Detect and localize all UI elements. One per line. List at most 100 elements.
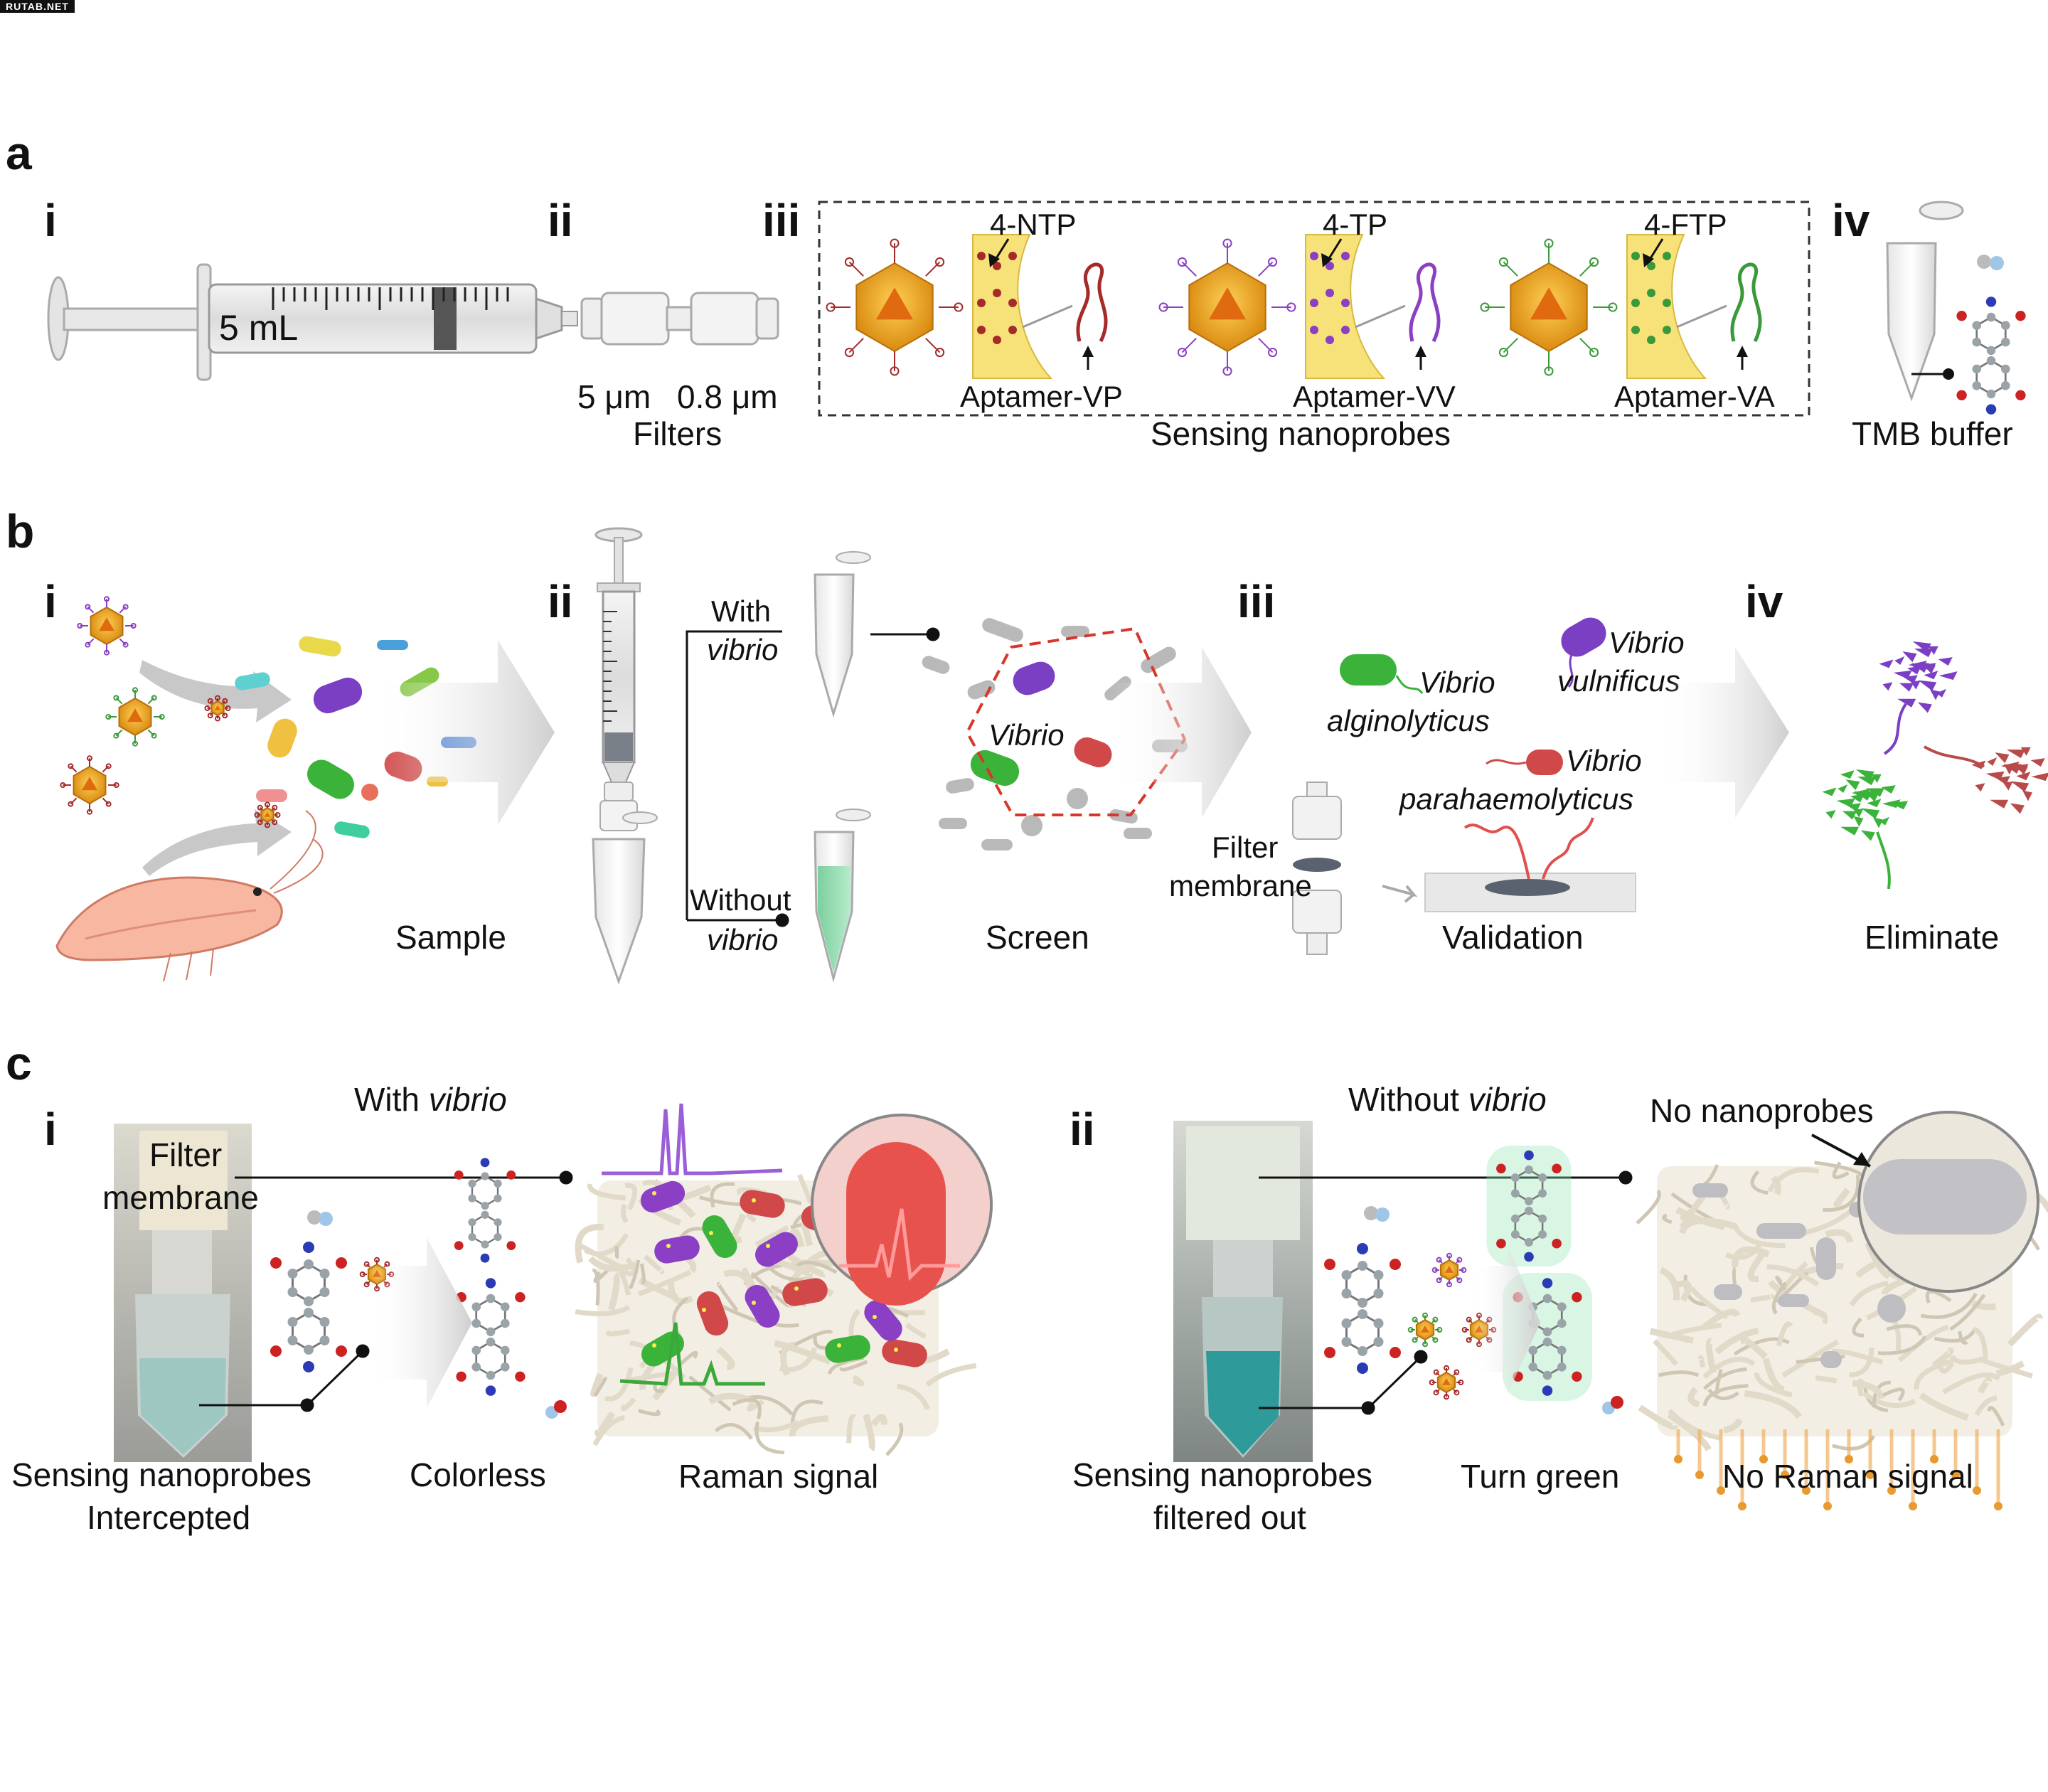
green-fragment-5	[1822, 787, 1837, 796]
tmb-molecules-c-ii	[1324, 1146, 1623, 1414]
c-i-caption-tube-2: Intercepted	[87, 1499, 250, 1536]
tmb-molecule-icon	[1956, 297, 2026, 415]
purple-fragment-23	[1899, 683, 1914, 692]
red-fragment-7	[2002, 782, 2013, 791]
aptamer-label-2: Aptamer-VV	[1293, 380, 1456, 413]
membrane-bacterium-7	[696, 1291, 729, 1336]
eliminate-caption: Eliminate	[1865, 919, 1999, 956]
c-ii-caption-tube-2: filtered out	[1153, 1499, 1306, 1536]
dripping-drop-5	[1759, 1455, 1768, 1463]
c-i-caption-tube-1: Sensing nanoprobes	[11, 1456, 311, 1493]
c-ii-nanoprobe-4	[1429, 1365, 1464, 1400]
membrane-bacterium-2	[740, 1190, 785, 1218]
tmb-molecule	[1956, 297, 2026, 415]
tmb-green-1	[1486, 1146, 1572, 1266]
green-fragment-28	[1853, 816, 1864, 827]
purple-fragment-15	[1897, 698, 1916, 708]
c-ii-caption-tmb: Turn green	[1461, 1458, 1619, 1495]
red-fragment-18	[1985, 771, 2005, 780]
tube-with-vibrio-icon	[814, 551, 871, 718]
green-fragment-10	[1825, 810, 1836, 819]
nanoprobe-3	[1480, 238, 1618, 376]
bacterium-2	[235, 672, 270, 690]
panel-a-iii-numeral: iii	[762, 195, 800, 246]
membrane-bacterium-8	[745, 1285, 780, 1328]
vibrio-alginolyticus-icon	[1340, 654, 1424, 694]
bound-probe-dot-11	[837, 1343, 841, 1348]
bacterium-3	[313, 677, 363, 714]
c-i-arrow	[370, 1237, 472, 1408]
dripping-drop-13	[1930, 1455, 1938, 1463]
purple-fragment-4	[1930, 689, 1941, 700]
c-ii-caption-raman: No Raman signal	[1722, 1458, 1973, 1495]
grey-bacterium-7	[1877, 1294, 1906, 1323]
screen-grey-bacterium-4	[922, 656, 950, 674]
dripping-drop-11	[1887, 1486, 1896, 1495]
photo-filter-without-vibrio	[1173, 1121, 1313, 1462]
purple-fragment-24	[1912, 641, 1931, 653]
tmb-reduced-2	[1324, 1243, 1401, 1374]
membrane-bacterium-4	[702, 1215, 737, 1258]
grey-bacterium-9	[1778, 1294, 1809, 1307]
red-fragment-22	[2017, 766, 2028, 775]
tmb-reduced-1	[270, 1242, 347, 1372]
dripping-drop-6	[1781, 1471, 1789, 1479]
nanoprobes-dashed-box	[818, 201, 1810, 417]
raman-validation-icon	[1424, 817, 1636, 912]
no-nanoprobes-label: No nanoprobes	[1650, 1092, 1874, 1129]
filters-icon	[580, 292, 779, 346]
green-fragment-21	[1851, 788, 1870, 797]
panel-a-letter: a	[6, 127, 33, 179]
screen-grey-bacterium-14	[1124, 828, 1152, 839]
green-fragment-19	[1871, 774, 1882, 783]
panel-b-iv-numeral: iv	[1745, 576, 1783, 627]
captured-alginolyticus	[970, 750, 1020, 786]
tmb-colorless-2	[456, 1278, 526, 1396]
purple-fragment-19	[1928, 646, 1938, 655]
bound-probe-dot-3	[666, 1244, 671, 1248]
panel-c-letter: c	[6, 1037, 32, 1089]
raman-zoom-circle	[811, 1114, 993, 1306]
filters-caption: Filters	[633, 415, 722, 452]
with-label: With	[711, 594, 771, 628]
purple-fragment-12	[1918, 680, 1937, 691]
species-vulnificus-genus: Vibrio	[1609, 626, 1685, 659]
dripping-drop-1	[1674, 1455, 1682, 1463]
eliminated-bacteria	[1822, 641, 2048, 890]
branch-lines	[686, 627, 940, 927]
c-ii-title: Without vibrio	[1348, 1081, 1547, 1118]
dripping-drop-3	[1717, 1486, 1725, 1495]
vibrio-vulnificus-icon	[1561, 617, 1606, 688]
bound-probe-dot-9	[794, 1286, 799, 1291]
purple-strand	[1883, 703, 1907, 755]
green-fragment-15	[1840, 826, 1860, 836]
purple-fragment-21	[1908, 660, 1927, 669]
green-fragment-13	[1838, 784, 1848, 793]
vertical-syringe-icon	[592, 527, 658, 985]
screen-grey-bacterium-2	[1061, 626, 1089, 637]
red-fragment-4	[2022, 790, 2033, 801]
c-i-caption-tmb: Colorless	[410, 1456, 546, 1493]
dripping-drop-8	[1823, 1502, 1832, 1510]
b-filter-label-2: membrane	[1169, 869, 1312, 902]
membrane-bacterium-12	[882, 1339, 927, 1367]
screen-caption: Screen	[986, 919, 1089, 956]
reporter-label-1: 4-NTP	[990, 208, 1076, 241]
sample-probe-1	[77, 596, 137, 656]
panel-b-ii-numeral: ii	[548, 576, 573, 627]
validation-arrow	[1382, 885, 1418, 903]
flow-arrow-2	[1109, 647, 1252, 818]
filter-size-08um: 0.8 μm	[677, 378, 778, 415]
filter-membrane-assembly-icon	[1292, 782, 1342, 955]
screen-grey-bacterium-8	[946, 778, 974, 794]
bacterium-10	[334, 821, 370, 838]
red-fragment-9	[2031, 772, 2048, 782]
green-fragment-17	[1867, 799, 1882, 808]
red-fragment-20	[2010, 803, 2025, 814]
screen-grey-bacterium-12	[1021, 815, 1042, 836]
membrane-bacterium-1	[640, 1180, 686, 1213]
grey-bacterium-1	[1692, 1183, 1728, 1198]
without-label: Without	[690, 883, 791, 917]
purple-fragment-13	[1894, 656, 1905, 665]
green-fragment-26	[1850, 794, 1865, 803]
